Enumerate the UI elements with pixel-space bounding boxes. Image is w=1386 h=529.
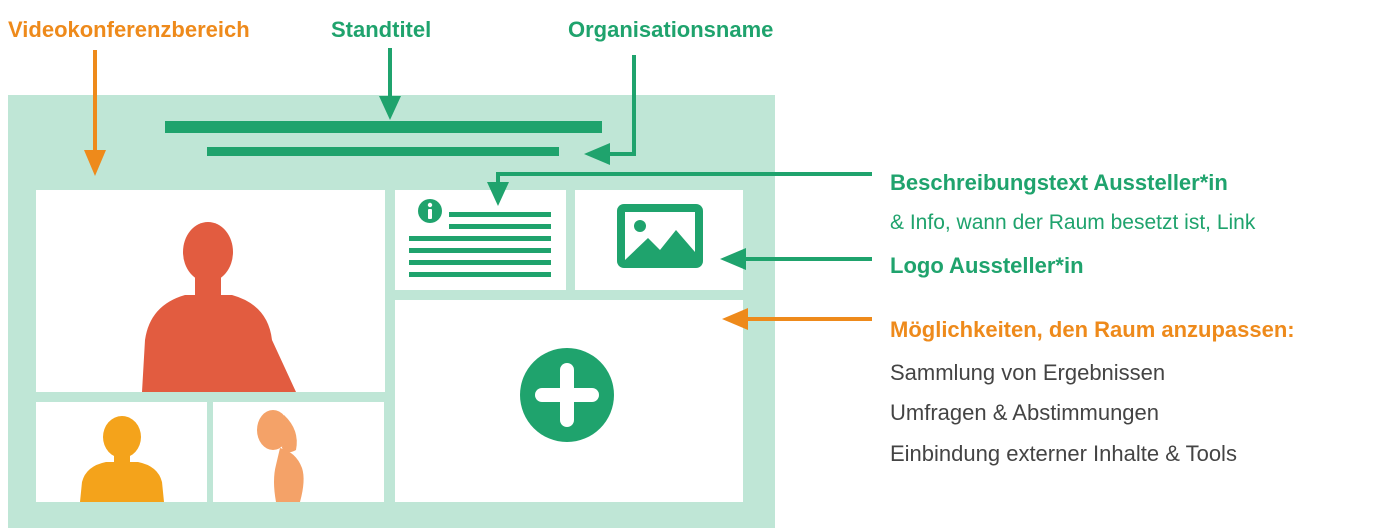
arrow-booth-title [379,48,401,120]
plus-circle-icon [520,348,614,442]
person-silhouette-small-2 [257,410,304,502]
description-detail-text: & Info, wann der Raum besetzt ist, Link [890,211,1256,234]
arrow-customize [722,308,872,330]
customize-item-external: Einbindung externer Inhalte & Tools [890,441,1237,466]
image-icon [617,204,703,268]
info-icon [418,199,442,223]
arrow-description [487,172,872,206]
customize-item-polls: Umfragen & Abstimmungen [890,400,1160,425]
arrow-video-area [84,50,106,176]
customize-item-results: Sammlung von Ergebnissen [890,360,1166,385]
description-title-label: Beschreibungstext Aussteller*in [890,170,1228,195]
arrow-logo [720,248,872,270]
booth-title-bar [165,121,602,133]
person-silhouette-main [142,222,296,392]
customize-title-label: Möglichkeiten, den Raum anzupassen: [890,317,1295,342]
person-silhouette-small-1 [80,416,164,502]
organization-name-label: Organisationsname [568,17,774,42]
arrow-organization-name [584,55,636,165]
logo-label: Logo Aussteller*in [890,253,1084,278]
booth-title-label: Standtitel [331,17,432,42]
video-area-label: Videokonferenzbereich [8,17,250,42]
description-text-lines [409,212,551,277]
organization-name-bar [207,147,559,156]
